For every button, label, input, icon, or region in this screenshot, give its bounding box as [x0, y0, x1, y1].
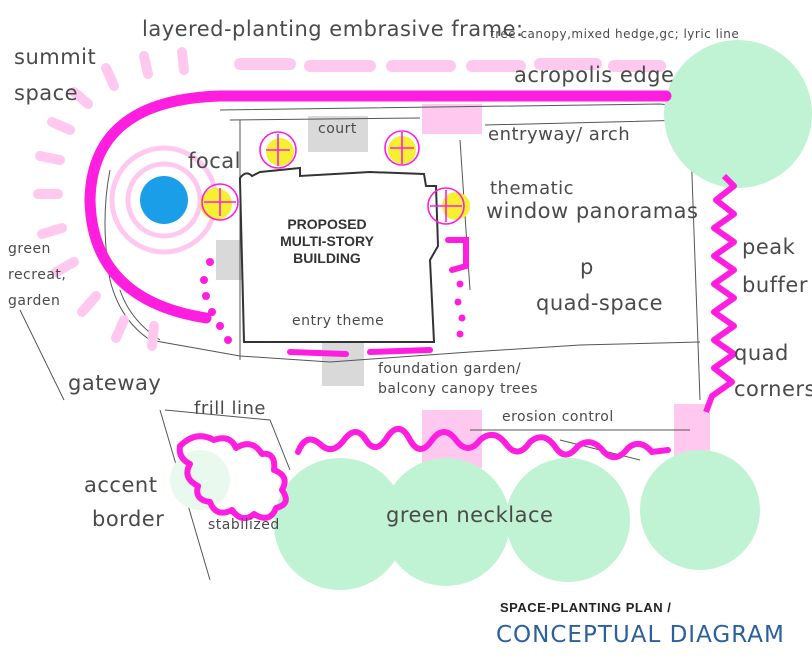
green-necklace-label: green necklace: [386, 503, 554, 527]
erosion-control-squiggle: [295, 426, 671, 461]
court-label: court: [318, 121, 357, 137]
erosion-control-label: erosion control: [502, 409, 614, 425]
space-label: space: [14, 81, 79, 105]
top-hedge-dashes: [234, 58, 666, 72]
peak-buffer-zigzag: [703, 173, 737, 414]
building-line-3: BUILDING: [293, 249, 361, 266]
frill-line-label: frill line: [194, 398, 266, 419]
gateway-label: gateway: [68, 371, 162, 395]
acropolis-edge-label: acropolis edge: [514, 63, 675, 87]
green-recreat-label-3: garden: [8, 293, 61, 309]
dotted-hedges: [200, 258, 466, 344]
frill-line-blob: [176, 433, 289, 522]
balcony-canopy-label: balcony canopy trees: [378, 381, 539, 397]
quad-space-label: quad-space: [536, 291, 664, 315]
title-label: layered-planting embrasive frame:: [142, 17, 524, 41]
building-footprint: [239, 166, 440, 343]
entry-theme-label: entry theme: [292, 313, 385, 329]
quad-label: quad: [734, 341, 789, 365]
window-panoramas-label: window panoramas: [486, 199, 699, 223]
building-label: PROPOSED MULTI-STORY BUILDING: [262, 216, 392, 266]
border-label: border: [92, 507, 165, 531]
acropolis-edge-line: [84, 90, 672, 324]
corners-label: corners: [734, 377, 812, 401]
p-label: p: [580, 255, 594, 279]
entryway-arch-label: entryway/ arch: [488, 124, 631, 145]
footer-subtitle: CONCEPTUAL DIAGRAM: [496, 622, 785, 648]
foundation-garden-label: foundation garden/: [378, 361, 522, 377]
entry-hedges: [287, 237, 469, 357]
focal-target-marks: [201, 130, 465, 225]
thematic-label: thematic: [490, 178, 575, 199]
focal-label: focal: [188, 149, 241, 173]
green-recreat-label-1: green: [8, 241, 51, 257]
green-canopy-circles: [170, 40, 812, 590]
water-feature-icon: [140, 176, 188, 224]
accent-label: accent: [84, 473, 158, 497]
peak-label: peak: [742, 235, 796, 259]
summit-radial-ticks: [33, 47, 189, 351]
stabilized-label: stabilized: [208, 517, 280, 533]
building-line-2: MULTI-STORY: [280, 232, 374, 249]
title-note-label: tree canopy,mixed hedge,gc; lyric line: [490, 27, 740, 41]
green-recreat-label-2: recreat,: [8, 267, 67, 283]
building-line-1: PROPOSED: [287, 216, 367, 232]
buffer-label: buffer: [742, 273, 808, 297]
summit-label: summit: [14, 45, 97, 69]
footer-title: SPACE-PLANTING PLAN /: [500, 600, 672, 615]
